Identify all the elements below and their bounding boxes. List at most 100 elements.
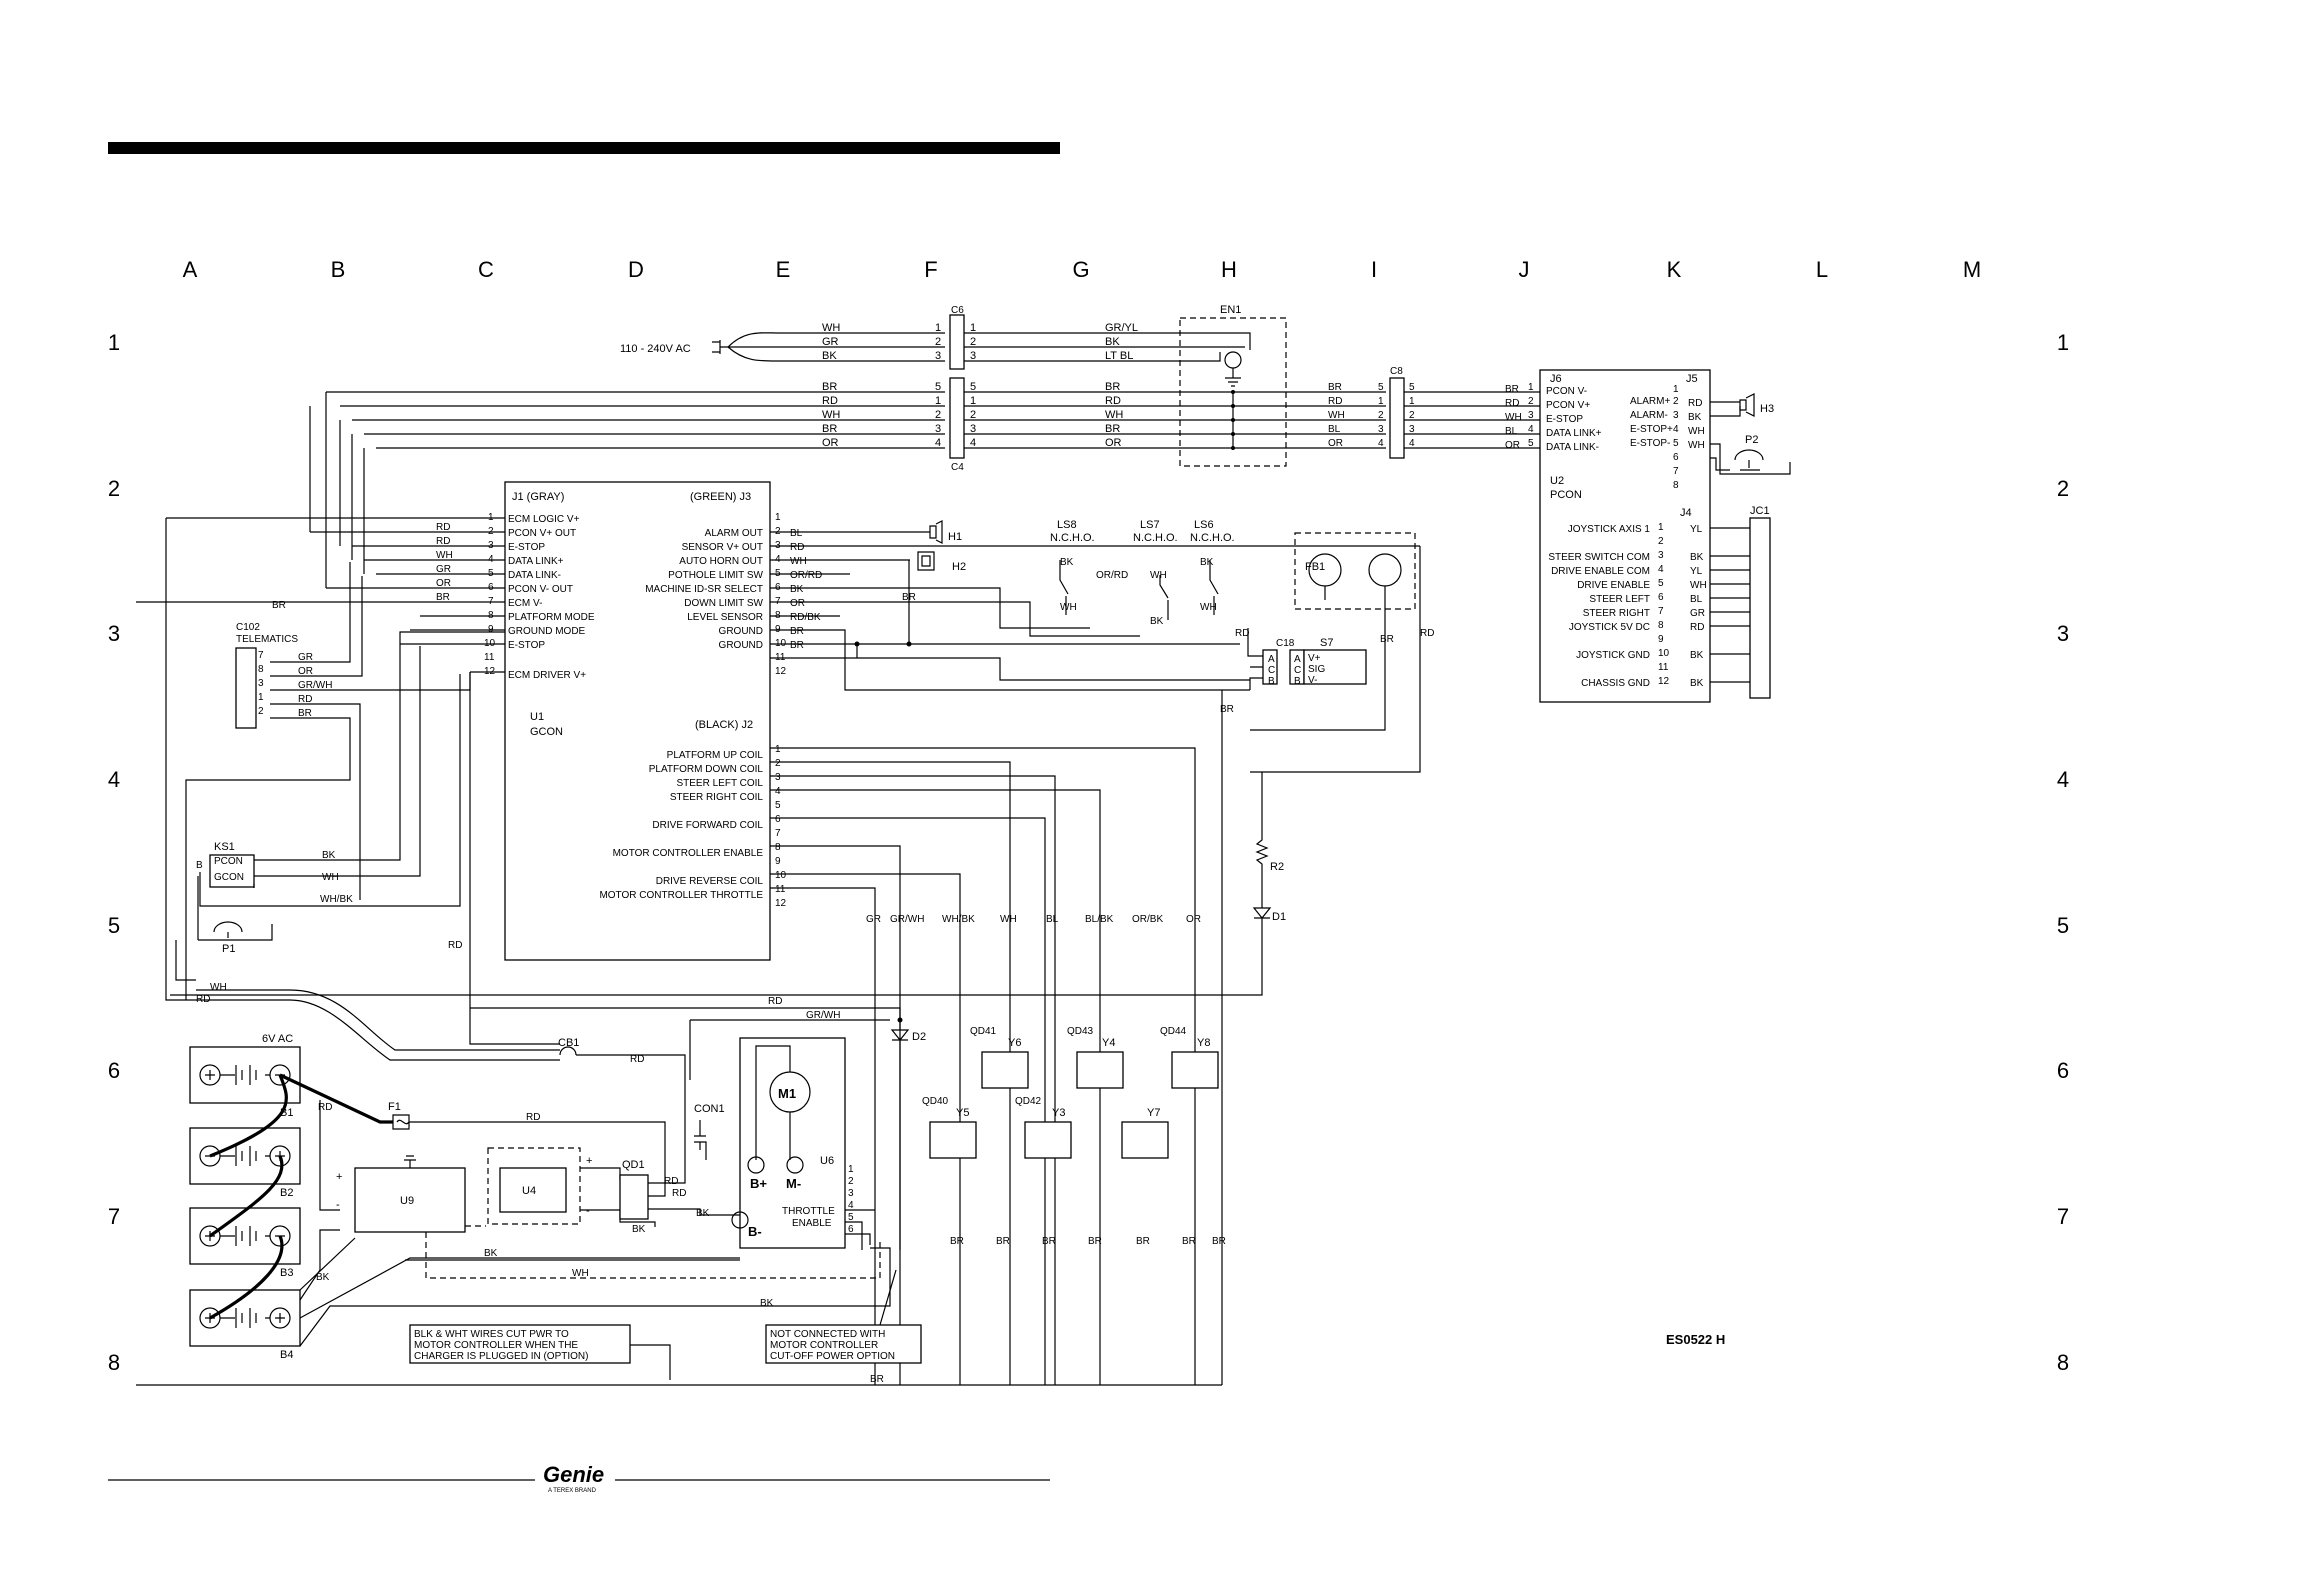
h2-label: H2 [952, 561, 966, 573]
j4-wire: BK [1690, 678, 1704, 689]
j2-pin: 2 [775, 758, 781, 769]
ecm-logic-feed [165, 518, 196, 1001]
c4-pin: 4 [970, 437, 976, 449]
connector-c8 [1389, 377, 1405, 459]
ks1-wh-bk: WH/BK [320, 894, 353, 905]
j3-pin-label: GROUND [719, 626, 763, 637]
c6-label: C6 [951, 305, 964, 316]
j4-wire: BK [1690, 552, 1704, 563]
qd1-bk: BK [696, 1208, 710, 1219]
c18-rd: RD [1235, 628, 1249, 639]
u1-sub: GCON [530, 726, 563, 738]
grid-col: H [1221, 257, 1237, 282]
ks1-pcon: PCON [214, 856, 243, 867]
j6-wire: BL [1505, 426, 1518, 437]
s7-pin: V+ [1308, 653, 1321, 664]
c8-pin: 2 [1409, 410, 1415, 421]
grid-col: C [478, 257, 494, 282]
bus-label: BL [1328, 424, 1341, 435]
j1-pin-label: ECM V- [508, 598, 542, 609]
j5-pin: 4 [1673, 424, 1679, 435]
j2-pin: 8 [775, 842, 781, 853]
j1-wires [136, 517, 505, 673]
j3-wire: RD/BK [790, 612, 821, 623]
cutoff-note-line: NOT CONNECTED WITH [770, 1329, 885, 1340]
u6-label: U6 [820, 1155, 834, 1167]
c102-wire: GR [298, 652, 313, 663]
u9-plus: + [336, 1171, 342, 1183]
c18-pin: C [1268, 665, 1275, 676]
qd1-connector [619, 1174, 649, 1220]
brand-tagline: A TEREX BRAND [548, 1488, 597, 1494]
charger-note-leader [630, 1344, 671, 1380]
bus-wires-right [1404, 391, 1540, 449]
u9-label: U9 [400, 1195, 414, 1207]
ac-wires-out [964, 332, 1251, 362]
ground-return [136, 690, 1223, 1386]
u6-motor-controller [739, 1037, 846, 1249]
bk-return [299, 1247, 891, 1347]
qd40-label: QD40 [922, 1096, 949, 1107]
coil-br: BR [1182, 1236, 1196, 1247]
connector-c4 [949, 377, 965, 459]
ls-switch-icon [1059, 560, 1219, 620]
ls7-or-rd: OR/RD [1096, 570, 1128, 581]
j1-pin-label: PCON V+ OUT [508, 528, 576, 539]
j2-wire: OR [1186, 914, 1201, 925]
ac-source-label: 110 - 240V AC [620, 343, 691, 355]
bus-label: BR [1328, 382, 1342, 393]
c6-pin: 2 [970, 336, 976, 348]
header-bar [108, 142, 1060, 154]
c102-pin: 7 [258, 650, 264, 661]
ecm-driver-feed [469, 672, 560, 1045]
b3-label: B3 [280, 1267, 293, 1279]
j4-pin: 5 [1658, 578, 1664, 589]
jc1-joystick [1749, 517, 1771, 699]
j4-wires [1710, 527, 1750, 683]
r2-label: R2 [1270, 861, 1284, 873]
s7-pin: V- [1308, 675, 1317, 686]
battery-cells-icon [199, 1064, 291, 1329]
j2-pin: 3 [775, 772, 781, 783]
c8-pin: 1 [1378, 396, 1384, 407]
j1-pin-label: E-STOP [508, 542, 545, 553]
coil-y4-box [1076, 1051, 1124, 1089]
j3-pin-label: MACHINE ID-SR SELECT [645, 584, 763, 595]
c102-pins: 7 8 3 1 2 GR OR GR/WH RD BR [258, 650, 332, 719]
gr-wh-label: GR/WH [806, 1010, 840, 1021]
grid-row: 4 [108, 767, 120, 792]
c4-pin: 5 [935, 381, 941, 393]
p2-label: P2 [1745, 434, 1758, 446]
j6-pin-label: DATA LINK+ [1546, 428, 1602, 439]
coil-y6: Y6 QD41 [970, 1026, 1029, 1089]
ls8-type: N.C.H.O. [1050, 532, 1095, 544]
y5-label: Y5 [956, 1107, 969, 1119]
telematics-label: TELEMATICS [236, 634, 298, 645]
battery-main-pos [279, 1073, 393, 1124]
j4-wire: BL [1690, 594, 1703, 605]
ls6-type: N.C.H.O. [1190, 532, 1235, 544]
b-plus-terminal [747, 1156, 765, 1174]
ls8-bk: BK [1060, 557, 1074, 568]
battery-links [209, 1074, 288, 1320]
f1-out [299, 1121, 740, 1319]
u6-pin: 6 [848, 1224, 854, 1235]
enable-label: ENABLE [792, 1218, 832, 1229]
cutoff-note-line: CUT-OFF POWER OPTION [770, 1351, 895, 1362]
grid-row: 1 [2057, 330, 2069, 355]
grid-col: K [1667, 257, 1682, 282]
j4-wire: WH [1690, 580, 1707, 591]
s7-label: S7 [1320, 637, 1333, 649]
j3-title: (GREEN) J3 [690, 491, 751, 503]
cutoff-wh: WH [572, 1268, 589, 1279]
u6-pin-numbers: 1 2 3 4 5 6 [848, 1164, 854, 1235]
charger-note-box [409, 1324, 631, 1364]
plug-icon [712, 340, 728, 354]
u4-minus: - [586, 1205, 590, 1217]
ls7-bk: BK [1150, 616, 1164, 627]
j3-wires [770, 531, 1420, 691]
qd1-bk2: BK [632, 1224, 646, 1235]
j2-pin-label: MOTOR CONTROLLER ENABLE [613, 848, 764, 859]
j2-wire: GR/WH [890, 914, 924, 925]
bus-label: WH [1105, 409, 1123, 421]
